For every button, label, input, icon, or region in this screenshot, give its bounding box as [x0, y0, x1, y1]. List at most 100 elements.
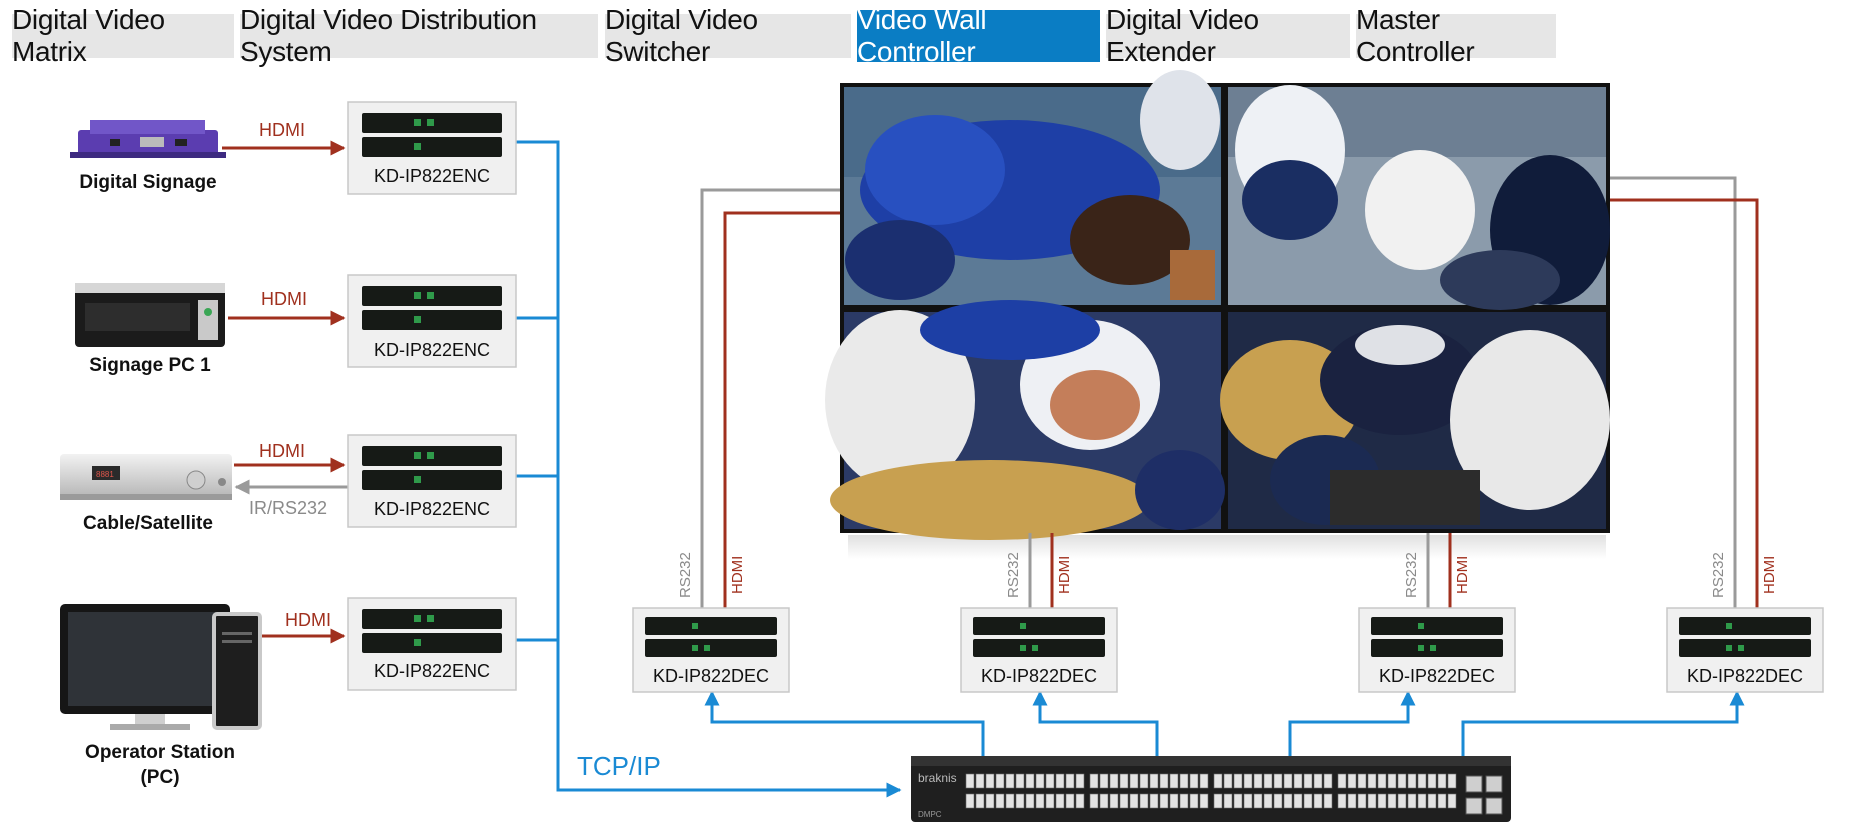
switch-port [1243, 793, 1253, 809]
set-top-box-icon: 8881 [60, 454, 232, 500]
svg-text:8881: 8881 [96, 470, 114, 479]
hdmi-label-4: HDMI [285, 610, 331, 630]
switch-port [1293, 773, 1303, 789]
switch-port [1243, 773, 1253, 789]
switch-port [1347, 773, 1357, 789]
switch-port [965, 793, 975, 809]
switch-port [1397, 773, 1407, 789]
switch-port [1189, 793, 1199, 809]
switch-port [1263, 793, 1273, 809]
switch-port [1119, 773, 1129, 789]
encoder-2[interactable]: KD-IP822ENC [347, 274, 517, 368]
switch-port [1035, 773, 1045, 789]
switch-port [1387, 793, 1397, 809]
switch-port [1139, 773, 1149, 789]
switch-port [1169, 793, 1179, 809]
source-link-labels: HDMI HDMI HDMI HDMI [259, 120, 331, 630]
switch-port [1337, 793, 1347, 809]
hdmi-dec-label-3: HDMI [1454, 556, 1471, 594]
switch-port [1437, 773, 1447, 789]
workstation-icon [60, 604, 262, 730]
switch-port [1109, 793, 1119, 809]
switch-port [1337, 773, 1347, 789]
rs232-label-3: RS232 [1403, 552, 1420, 598]
decoder-3[interactable]: KD-IP822DEC [1358, 607, 1516, 693]
decoder-1[interactable]: KD-IP822DEC [632, 607, 790, 693]
decoder-label: KD-IP822DEC [1687, 666, 1803, 686]
switch-port [965, 773, 975, 789]
switch-port [1233, 793, 1243, 809]
switch-port [1099, 793, 1109, 809]
switch-port [1283, 793, 1293, 809]
media-player-icon [70, 120, 226, 158]
switch-uplink-port [1485, 775, 1503, 793]
switch-port [1065, 793, 1075, 809]
decoder-label: KD-IP822DEC [981, 666, 1097, 686]
source-label-operator-station: Operator Station [85, 742, 235, 763]
desktop-pc-icon [75, 283, 225, 347]
encoder-label: KD-IP822ENC [374, 661, 490, 681]
switch-port [1129, 793, 1139, 809]
source-label-signage-pc: Signage PC 1 [89, 355, 211, 376]
switch-port [1223, 793, 1233, 809]
switch-port [1213, 793, 1223, 809]
switch-port [985, 793, 995, 809]
switch-port [1119, 793, 1129, 809]
switch-port [1233, 773, 1243, 789]
switch-port [1387, 773, 1397, 789]
source-label-digital-signage: Digital Signage [79, 172, 216, 193]
decoder-label: KD-IP822DEC [1379, 666, 1495, 686]
switch-port [1025, 773, 1035, 789]
decoder-4[interactable]: KD-IP822DEC [1666, 607, 1824, 693]
switch-uplink-port [1465, 775, 1483, 793]
switch-port [1045, 793, 1055, 809]
switch-port [1189, 773, 1199, 789]
encoder-label: KD-IP822ENC [374, 340, 490, 360]
switch-port [1005, 773, 1015, 789]
wall-screen-bottom-left [825, 300, 1225, 540]
switch-port [995, 793, 1005, 809]
switch-port [1129, 773, 1139, 789]
encoder-1[interactable]: KD-IP822ENC [347, 101, 517, 195]
switch-port [1427, 793, 1437, 809]
switch-port [1407, 793, 1417, 809]
switch-port [1293, 793, 1303, 809]
switch-port [1263, 773, 1273, 789]
switch-uplink-port [1485, 797, 1503, 815]
switch-port [1075, 793, 1085, 809]
switch-port [1169, 773, 1179, 789]
switch-port [1347, 793, 1357, 809]
decoder-2[interactable]: KD-IP822DEC [960, 607, 1118, 693]
encoder-4[interactable]: KD-IP822ENC [347, 597, 517, 691]
tab-master-controller[interactable]: Master Controller [1356, 4, 1556, 67]
switch-port [1357, 793, 1367, 809]
hdmi-dec-label-4: HDMI [1761, 556, 1778, 594]
switch-port [1407, 773, 1417, 789]
switch-port [1065, 773, 1075, 789]
switch-port [1447, 793, 1457, 809]
switch-port [1075, 773, 1085, 789]
switch-port [1303, 773, 1313, 789]
encoder-label: KD-IP822ENC [374, 499, 490, 519]
switch-port [1367, 773, 1377, 789]
switch-port-array [965, 773, 1503, 815]
encoder-label: KD-IP822ENC [374, 166, 490, 186]
rs232-label-4: RS232 [1710, 552, 1727, 598]
switch-port [995, 773, 1005, 789]
switch-port [1149, 773, 1159, 789]
switch-port [1179, 793, 1189, 809]
hdmi-label-3: HDMI [259, 441, 305, 461]
switch-port [1437, 793, 1447, 809]
switch-port [975, 773, 985, 789]
tab-video-wall-controller[interactable]: Video Wall Controller [857, 4, 1100, 67]
network-switch: braknis DMPC [911, 756, 1511, 822]
switch-model: DMPC [918, 810, 942, 819]
switch-port [1313, 793, 1323, 809]
switch-port [1213, 773, 1223, 789]
switch-port [1109, 773, 1119, 789]
encoder-3[interactable]: KD-IP822ENC [347, 434, 517, 528]
switch-port [1015, 773, 1025, 789]
source-hdmi-links [222, 140, 346, 644]
decoder-network-wiring [704, 690, 1745, 756]
tab-bar: Digital Video Matrix Digital Video Distr… [0, 0, 1865, 67]
